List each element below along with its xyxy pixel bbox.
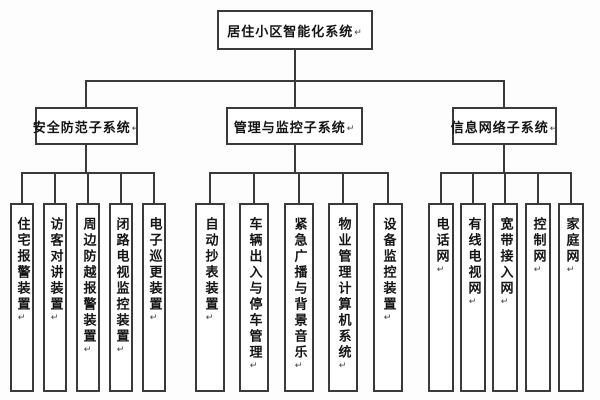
connector-line [504, 172, 506, 203]
linebreak-mark: ↵ [382, 313, 393, 323]
connector-line [440, 172, 442, 203]
connector-line [298, 172, 300, 203]
linebreak-mark: ↵ [565, 265, 576, 275]
linebreak-mark: ↵ [354, 28, 363, 38]
leaf-label: 闭路电视监控装置 [113, 217, 129, 345]
connector-line [21, 172, 23, 203]
connector-line [253, 172, 255, 203]
linebreak-mark: ↵ [435, 265, 446, 275]
connector-line [387, 172, 389, 203]
linebreak-mark: ↵ [337, 361, 348, 371]
leaf-node-home-alarm: 住宅报警装置↵ [10, 203, 34, 392]
leaf-node-equipment-monitoring: 设备监控装置↵ [373, 203, 403, 392]
linebreak-mark: ↵ [131, 124, 141, 134]
linebreak-mark: ↵ [549, 124, 559, 134]
leaf-label: 访客对讲装置 [47, 217, 63, 313]
node-branch-security: 安全防范子系统↵ [32, 107, 141, 145]
connector-line [472, 172, 474, 203]
leaf-label: 设备监控装置 [380, 217, 396, 313]
leaf-label: 电子巡更装置 [146, 217, 162, 313]
linebreak-mark: ↵ [499, 297, 510, 307]
node-root: 居住小区智能化系统↵ [217, 10, 373, 50]
linebreak-mark: ↵ [467, 297, 478, 307]
connector-line [503, 80, 505, 107]
linebreak-mark: ↵ [16, 313, 27, 323]
leaf-label: 紧急广播与背景音乐 [291, 217, 307, 361]
leaf-node-control-network: 控制网↵ [525, 203, 551, 392]
node-root-label: 居住小区智能化系统 [227, 24, 354, 40]
linebreak-mark: ↵ [293, 361, 304, 371]
connector-line [153, 172, 155, 203]
leaf-label: 住宅报警装置 [14, 217, 30, 313]
node-branch-information-network: 信息网络子系统↵ [450, 107, 559, 145]
connector-line [85, 80, 87, 107]
linebreak-mark: ↵ [204, 313, 215, 323]
connector-line [85, 145, 87, 172]
linebreak-mark: ↵ [49, 313, 60, 323]
leaf-node-cctv-monitoring: 闭路电视监控装置↵ [109, 203, 133, 392]
leaf-node-telephone-network: 电话网↵ [428, 203, 454, 392]
leaf-node-broadband-access-network: 宽带接入网↵ [492, 203, 518, 392]
linebreak-mark: ↵ [346, 124, 356, 134]
node-branch-management-monitoring: 管理与监控子系统↵ [226, 107, 363, 145]
leaf-node-emergency-broadcast-music: 紧急广播与背景音乐↵ [284, 203, 314, 392]
leaf-node-perimeter-alarm: 周边防越报警装置↵ [76, 203, 100, 392]
leaf-node-visitor-intercom: 访客对讲装置↵ [43, 203, 67, 392]
connector-line [342, 172, 344, 203]
leaf-label: 有线电视网 [465, 217, 481, 297]
connector-line [294, 50, 296, 80]
branch-label: 安全防范子系统 [32, 120, 131, 136]
connector-line [503, 145, 505, 172]
leaf-node-vehicle-parking-management: 车辆出入与停车管理↵ [239, 203, 269, 392]
leaf-label: 控制网 [530, 217, 546, 265]
branch-label: 管理与监控子系统 [233, 120, 346, 136]
leaf-node-property-management-computer: 物业管理计算机系统↵ [328, 203, 358, 392]
leaf-node-home-network: 家庭网↵ [558, 203, 584, 392]
leaf-label: 宽带接入网 [497, 217, 513, 297]
leaf-node-electronic-patrol: 电子巡更装置↵ [142, 203, 166, 392]
leaf-label: 车辆出入与停车管理 [246, 217, 262, 361]
connector-line [120, 172, 122, 203]
connector-line [440, 172, 572, 174]
leaf-node-cable-tv-network: 有线电视网↵ [460, 203, 486, 392]
leaf-label: 家庭网 [563, 217, 579, 265]
linebreak-mark: ↵ [82, 345, 93, 355]
leaf-label: 电话网 [433, 217, 449, 265]
leaf-label: 自动抄表装置 [202, 217, 218, 313]
linebreak-mark: ↵ [148, 313, 159, 323]
connector-line [570, 172, 572, 203]
linebreak-mark: ↵ [248, 361, 259, 371]
leaf-label: 周边防越报警装置 [80, 217, 96, 345]
connector-line [537, 172, 539, 203]
connector-line [294, 80, 296, 107]
connector-line [294, 145, 296, 172]
linebreak-mark: ↵ [532, 265, 543, 275]
connector-line [54, 172, 56, 203]
leaf-node-auto-meter-reading: 自动抄表装置↵ [195, 203, 225, 392]
connector-line [87, 172, 89, 203]
linebreak-mark: ↵ [115, 345, 126, 355]
branch-label: 信息网络子系统 [450, 120, 549, 136]
leaf-label: 物业管理计算机系统 [335, 217, 351, 361]
connector-line [209, 172, 211, 203]
